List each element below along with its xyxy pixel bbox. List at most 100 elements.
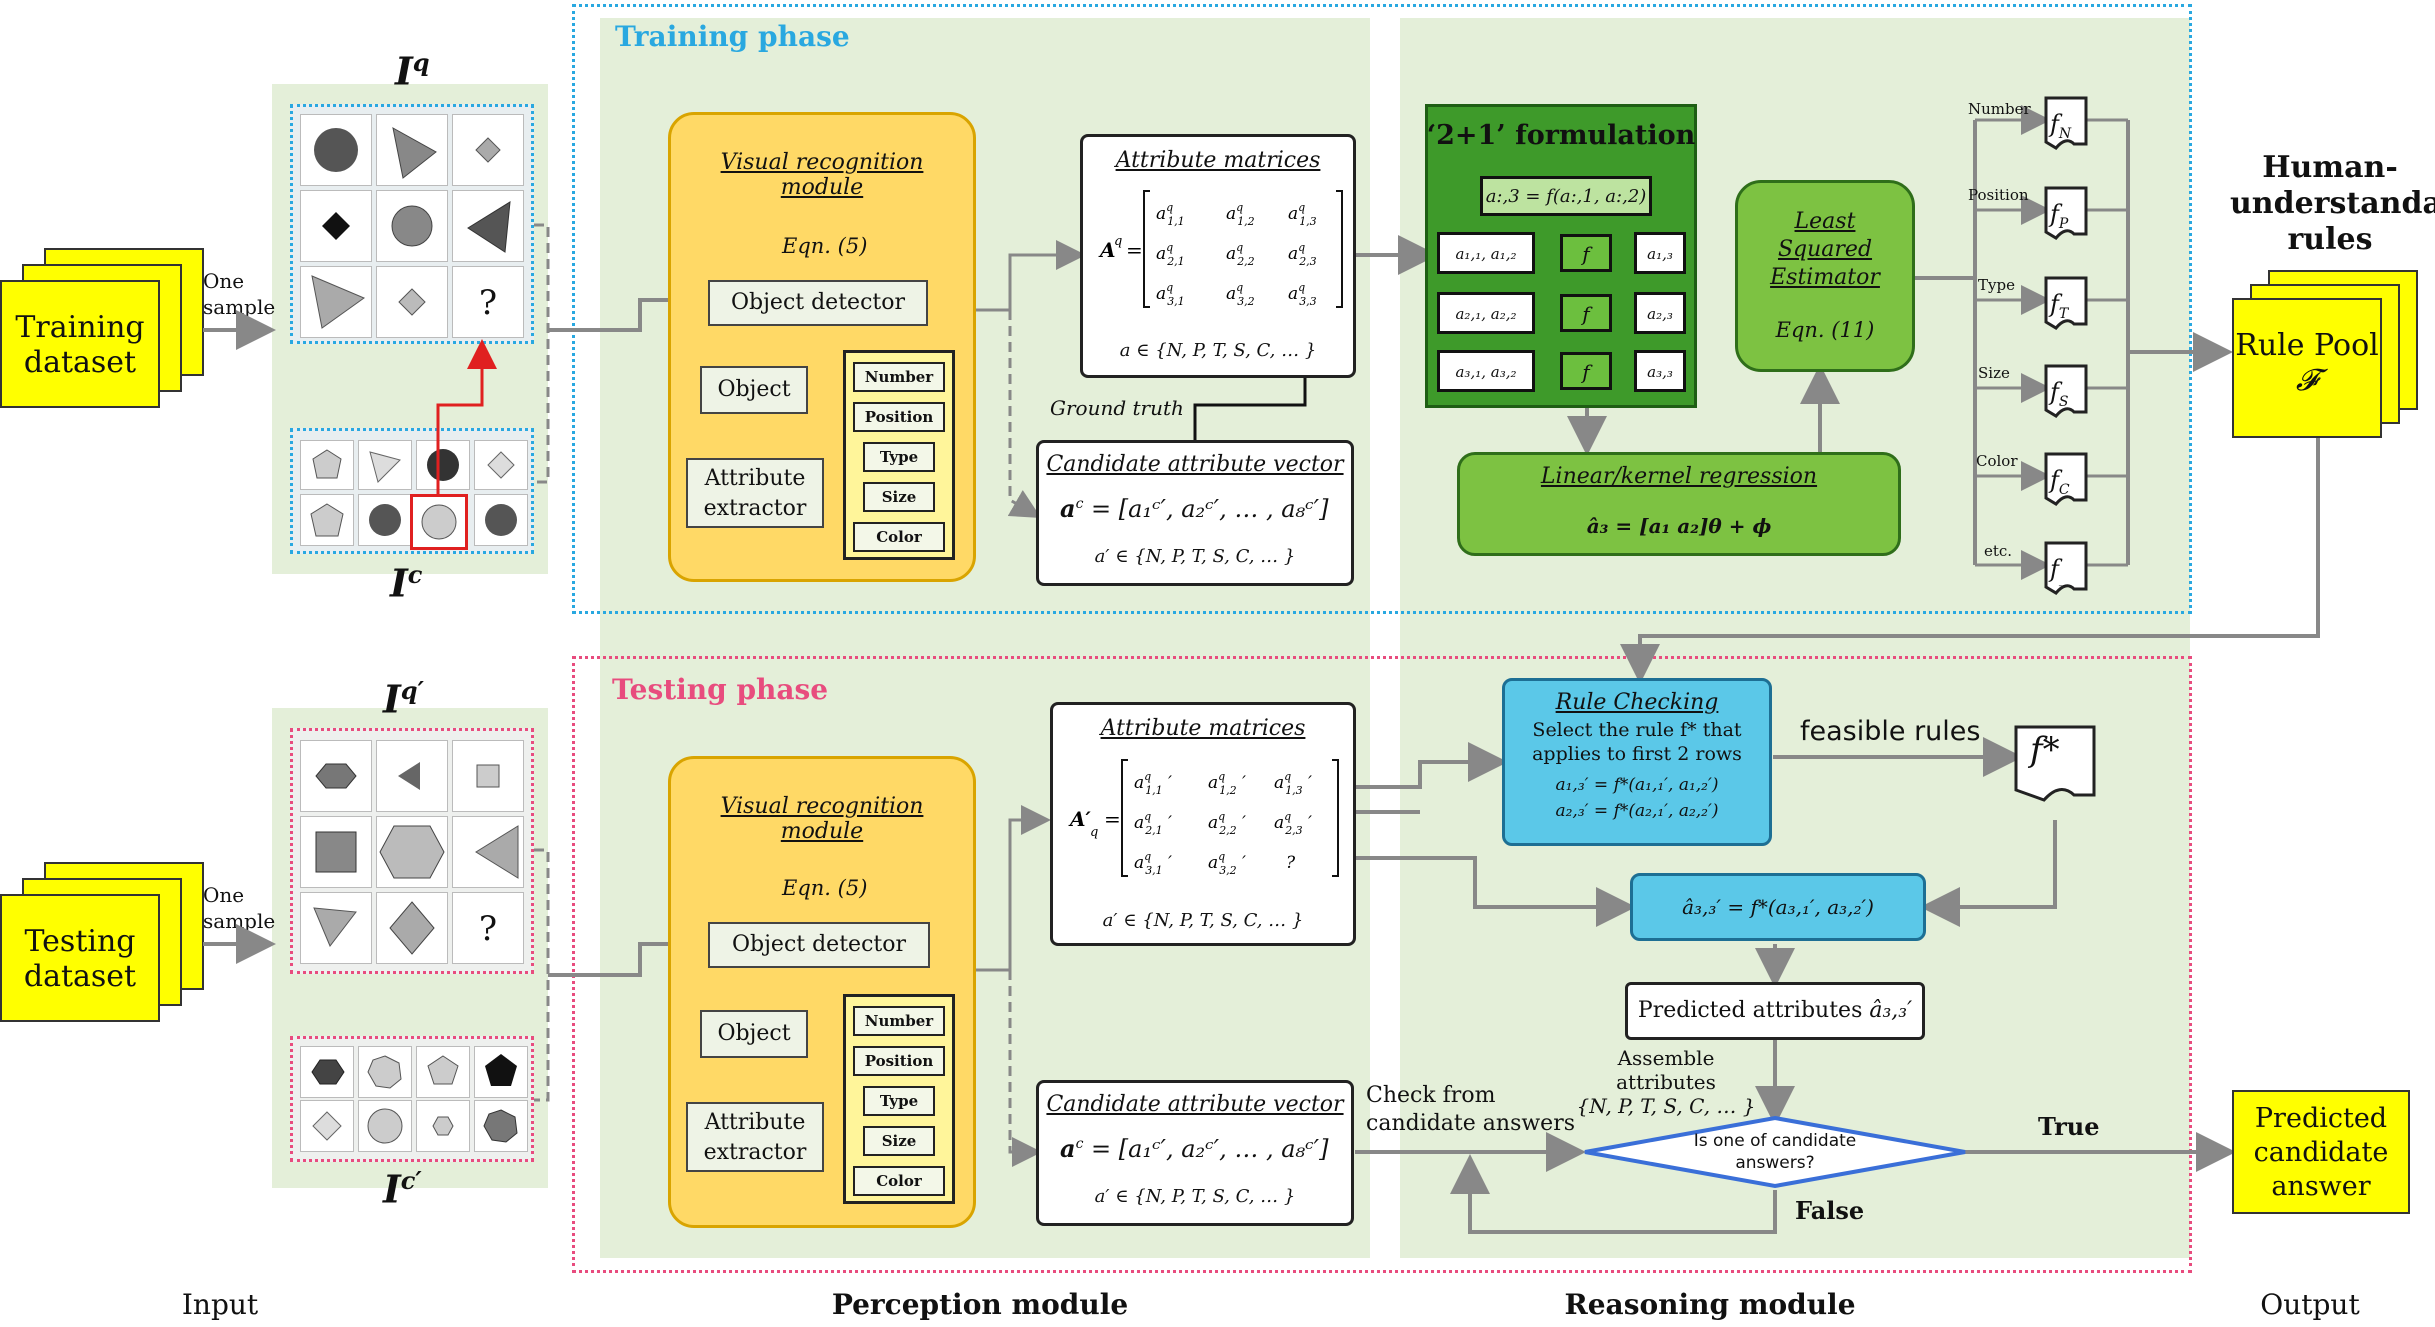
- square-shape: [315, 831, 357, 873]
- regression-title: Linear/kernel regression: [1540, 464, 1818, 489]
- formulation-pair-2: a₂,₁, a₂,₂: [1437, 292, 1535, 334]
- training-candidate-vector: [1036, 440, 1354, 586]
- training-candidate-eq: ac = [a₁ᶜ′, a₂ᶜ′, … , a₈ᶜ′]: [1060, 494, 1329, 523]
- rule-label-color: Color: [1976, 452, 2018, 470]
- feasible-rules-label: feasible rules: [1800, 716, 1981, 747]
- testing-phase-title: Testing phase: [612, 673, 829, 706]
- svg-text:=: =: [1126, 238, 1143, 262]
- svg-text:aq2,1 ′: aq2,1 ′: [1134, 810, 1172, 837]
- svg-text:?: ?: [1286, 853, 1296, 873]
- circle-shape: [367, 1108, 403, 1144]
- puzzle-cell-missing: ?: [452, 892, 524, 964]
- f-star-doc: [2014, 725, 2096, 802]
- testing-candidate-vector-title: Candidate attribute vector: [1046, 1092, 1344, 1117]
- rule-fn-p: fP: [2050, 200, 2069, 232]
- triangle-shape: [392, 127, 437, 179]
- training-object-detector: Object detector: [708, 280, 928, 326]
- one-sample-train: One sample: [203, 268, 275, 320]
- testing-dataset: Testing dataset: [0, 894, 160, 1022]
- ic-label: Ic: [390, 560, 423, 606]
- rule-fn-etc: f_: [2050, 555, 2066, 587]
- formulation-out-3: a₃,₃: [1634, 350, 1686, 392]
- attr-size: Size: [863, 1126, 935, 1156]
- circle-shape: [314, 128, 358, 172]
- heptagon-shape: [483, 1109, 518, 1143]
- attr-number: Number: [853, 362, 945, 392]
- testing-attribute-matrices-title: Attribute matrices: [1100, 716, 1306, 741]
- f-star-label: f*: [2030, 730, 2060, 770]
- svg-text:q: q: [1114, 234, 1122, 249]
- diamond-shape: [322, 212, 350, 240]
- circle-shape: [369, 504, 401, 536]
- true-label: True: [2038, 1112, 2100, 1141]
- training-dataset: Training dataset: [0, 280, 160, 408]
- bottom-label-input: Input: [181, 1288, 259, 1321]
- triangle-shape: [311, 275, 366, 329]
- testing-object: Object: [700, 1010, 808, 1058]
- pentagon-shape: [485, 1054, 517, 1086]
- iq-prime-label: Iq′: [383, 676, 424, 722]
- training-phase-frame: [572, 4, 2192, 614]
- triangle-shape: [398, 762, 420, 790]
- false-label: False: [1795, 1196, 1865, 1225]
- rule-label-position: Position: [1968, 186, 2029, 204]
- attr-type: Type: [863, 1086, 935, 1116]
- svg-text:q: q: [1090, 825, 1098, 840]
- formulation-pair-1: a₁,₁, a₁,₂: [1437, 232, 1535, 274]
- svg-text:aq1,1: aq1,1: [1156, 201, 1185, 228]
- f-node-2: f: [1560, 294, 1612, 332]
- lse-eqn11: Eqn. (11): [1775, 318, 1875, 342]
- svg-text:aq2,3: aq2,3: [1288, 241, 1317, 268]
- attr-number: Number: [853, 1006, 945, 1036]
- rule-label-type: Type: [1978, 276, 2015, 294]
- bottom-label-perception: Perception module: [831, 1288, 1129, 1321]
- bottom-label-output: Output: [2260, 1288, 2360, 1321]
- triangle-shape: [369, 451, 401, 483]
- rule-label-etc: etc.: [1984, 542, 2013, 560]
- svg-text:aq1,1 ′: aq1,1 ′: [1134, 770, 1172, 797]
- training-attribute-matrices: [1080, 134, 1356, 378]
- rule-fn-s: fS: [2050, 378, 2069, 410]
- puzzle-cell-missing: ?: [452, 266, 524, 338]
- attr-color: Color: [853, 522, 945, 552]
- decision-diamond: [1584, 1115, 1966, 1189]
- training-a-in: a ∈ {N, P, T, S, C, … }: [1119, 340, 1317, 361]
- triangle-shape: [467, 201, 511, 253]
- testing-dataset-label-1: Testing: [24, 924, 136, 959]
- f-node-1: f: [1560, 234, 1612, 272]
- rule-label-number: Number: [1968, 100, 2031, 118]
- training-dataset-label-2: dataset: [23, 345, 137, 380]
- hexagon-shape: [311, 1059, 345, 1085]
- prediction-eq-box: â₃,₃′ = f*(a₃,₁′, a₃,₂′): [1630, 873, 1926, 941]
- testing-candidate-vector: [1036, 1080, 1354, 1226]
- rule-doc-icons: [2044, 96, 2088, 595]
- svg-text:aq2,3 ′: aq2,3 ′: [1274, 810, 1312, 837]
- pentagon-shape: [312, 449, 342, 479]
- attr-color: Color: [853, 1166, 945, 1196]
- training-a-prime-in: a′ ∈ {N, P, T, S, C, … }: [1094, 546, 1296, 567]
- ic-prime-label: Ic′: [383, 1166, 422, 1212]
- rule-fn-c: fC: [2050, 466, 2070, 498]
- svg-text:aq2,1: aq2,1: [1156, 241, 1185, 268]
- predicted-attributes-box: Predicted attributes â₃,₃′: [1625, 982, 1925, 1040]
- training-phase-title: Training phase: [615, 20, 850, 53]
- circle-shape: [427, 449, 459, 481]
- diamond-shape: [398, 288, 426, 316]
- training-attribute-matrices-title: Attribute matrices: [1115, 148, 1321, 173]
- lse-box: [1735, 180, 1915, 372]
- regression-box: [1457, 452, 1901, 556]
- ground-truth-label: Ground truth: [1050, 396, 1184, 420]
- bottom-label-reasoning: Reasoning module: [1564, 1288, 1856, 1321]
- pentagon-shape: [427, 1055, 459, 1085]
- svg-text:=: =: [1104, 807, 1121, 831]
- regression-eq: â₃ = [a₁ a₂]θ + ϕ: [1586, 514, 1772, 538]
- attr-position: Position: [853, 1046, 945, 1076]
- one-sample-test: One sample: [203, 882, 275, 934]
- iq-label: Iq: [395, 48, 430, 94]
